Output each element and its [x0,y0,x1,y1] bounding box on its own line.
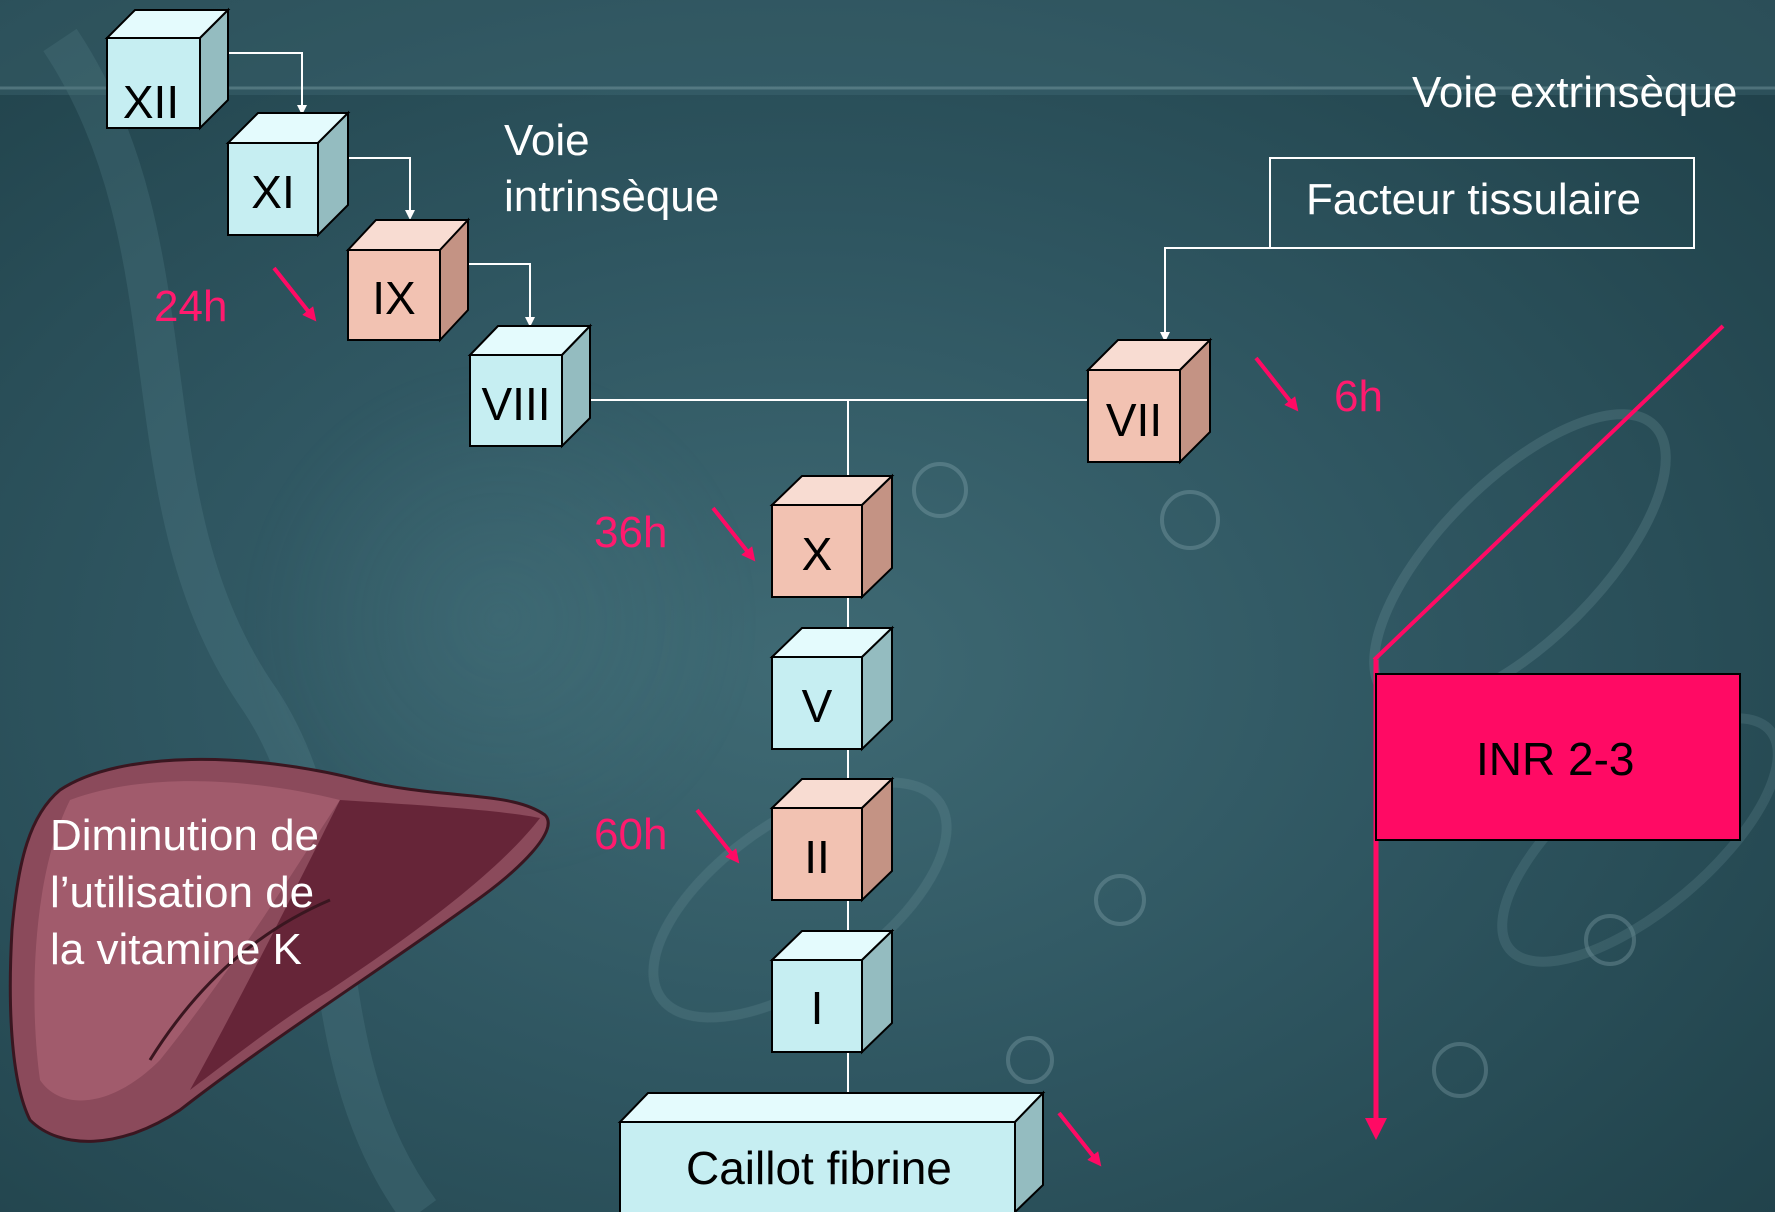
factor-ii-label: II [804,831,830,883]
liver-caption-line3: la vitamine K [50,925,302,976]
factor-vii-cube: VII [1088,340,1210,462]
factor-ii-cube: II [772,779,892,900]
factor-x-label: X [802,528,833,580]
factor-xi-label: XI [251,166,294,218]
arrow-60h [697,810,735,858]
arrow-caillot [1059,1113,1097,1161]
inr-indicator [1374,326,1740,1128]
caillot-fibrine-label: Caillot fibrine [686,1141,952,1195]
factor-v-label: V [802,680,833,732]
arrow-6h [1256,358,1294,406]
factor-i-label: I [811,982,824,1034]
liver-caption-line1: Diminution de [50,811,319,862]
factor-xii-label: XII [123,76,179,128]
factor-viii-label: VIII [481,378,550,430]
factor-ix-cube: IX [348,220,468,340]
voie-extrinseque-label: Voie extrinsèque [1412,68,1737,119]
half-life-60h: 60h [594,810,667,860]
half-life-6h: 6h [1334,372,1383,422]
factor-vii-label: VII [1106,394,1162,446]
factor-ix-label: IX [372,272,415,324]
inr-label: INR 2-3 [1476,732,1634,786]
arrow-24h [274,268,312,316]
factor-xi-cube: XI [228,113,348,235]
factor-xii-cube: XII [107,10,228,128]
facteur-tissulaire-label: Facteur tissulaire [1306,175,1641,226]
half-life-36h: 36h [594,508,667,558]
voie-intrinseque-label-line2: intrinsèque [504,172,719,223]
factor-x-cube: X [772,476,892,597]
liver-caption-line2: l’utilisation de [50,868,314,919]
factor-viii-cube: VIII [470,326,590,446]
half-life-24h: 24h [154,282,227,332]
factor-i-cube: I [772,931,892,1052]
voie-intrinseque-label-line1: Voie [504,116,590,167]
factor-v-cube: V [772,628,892,749]
